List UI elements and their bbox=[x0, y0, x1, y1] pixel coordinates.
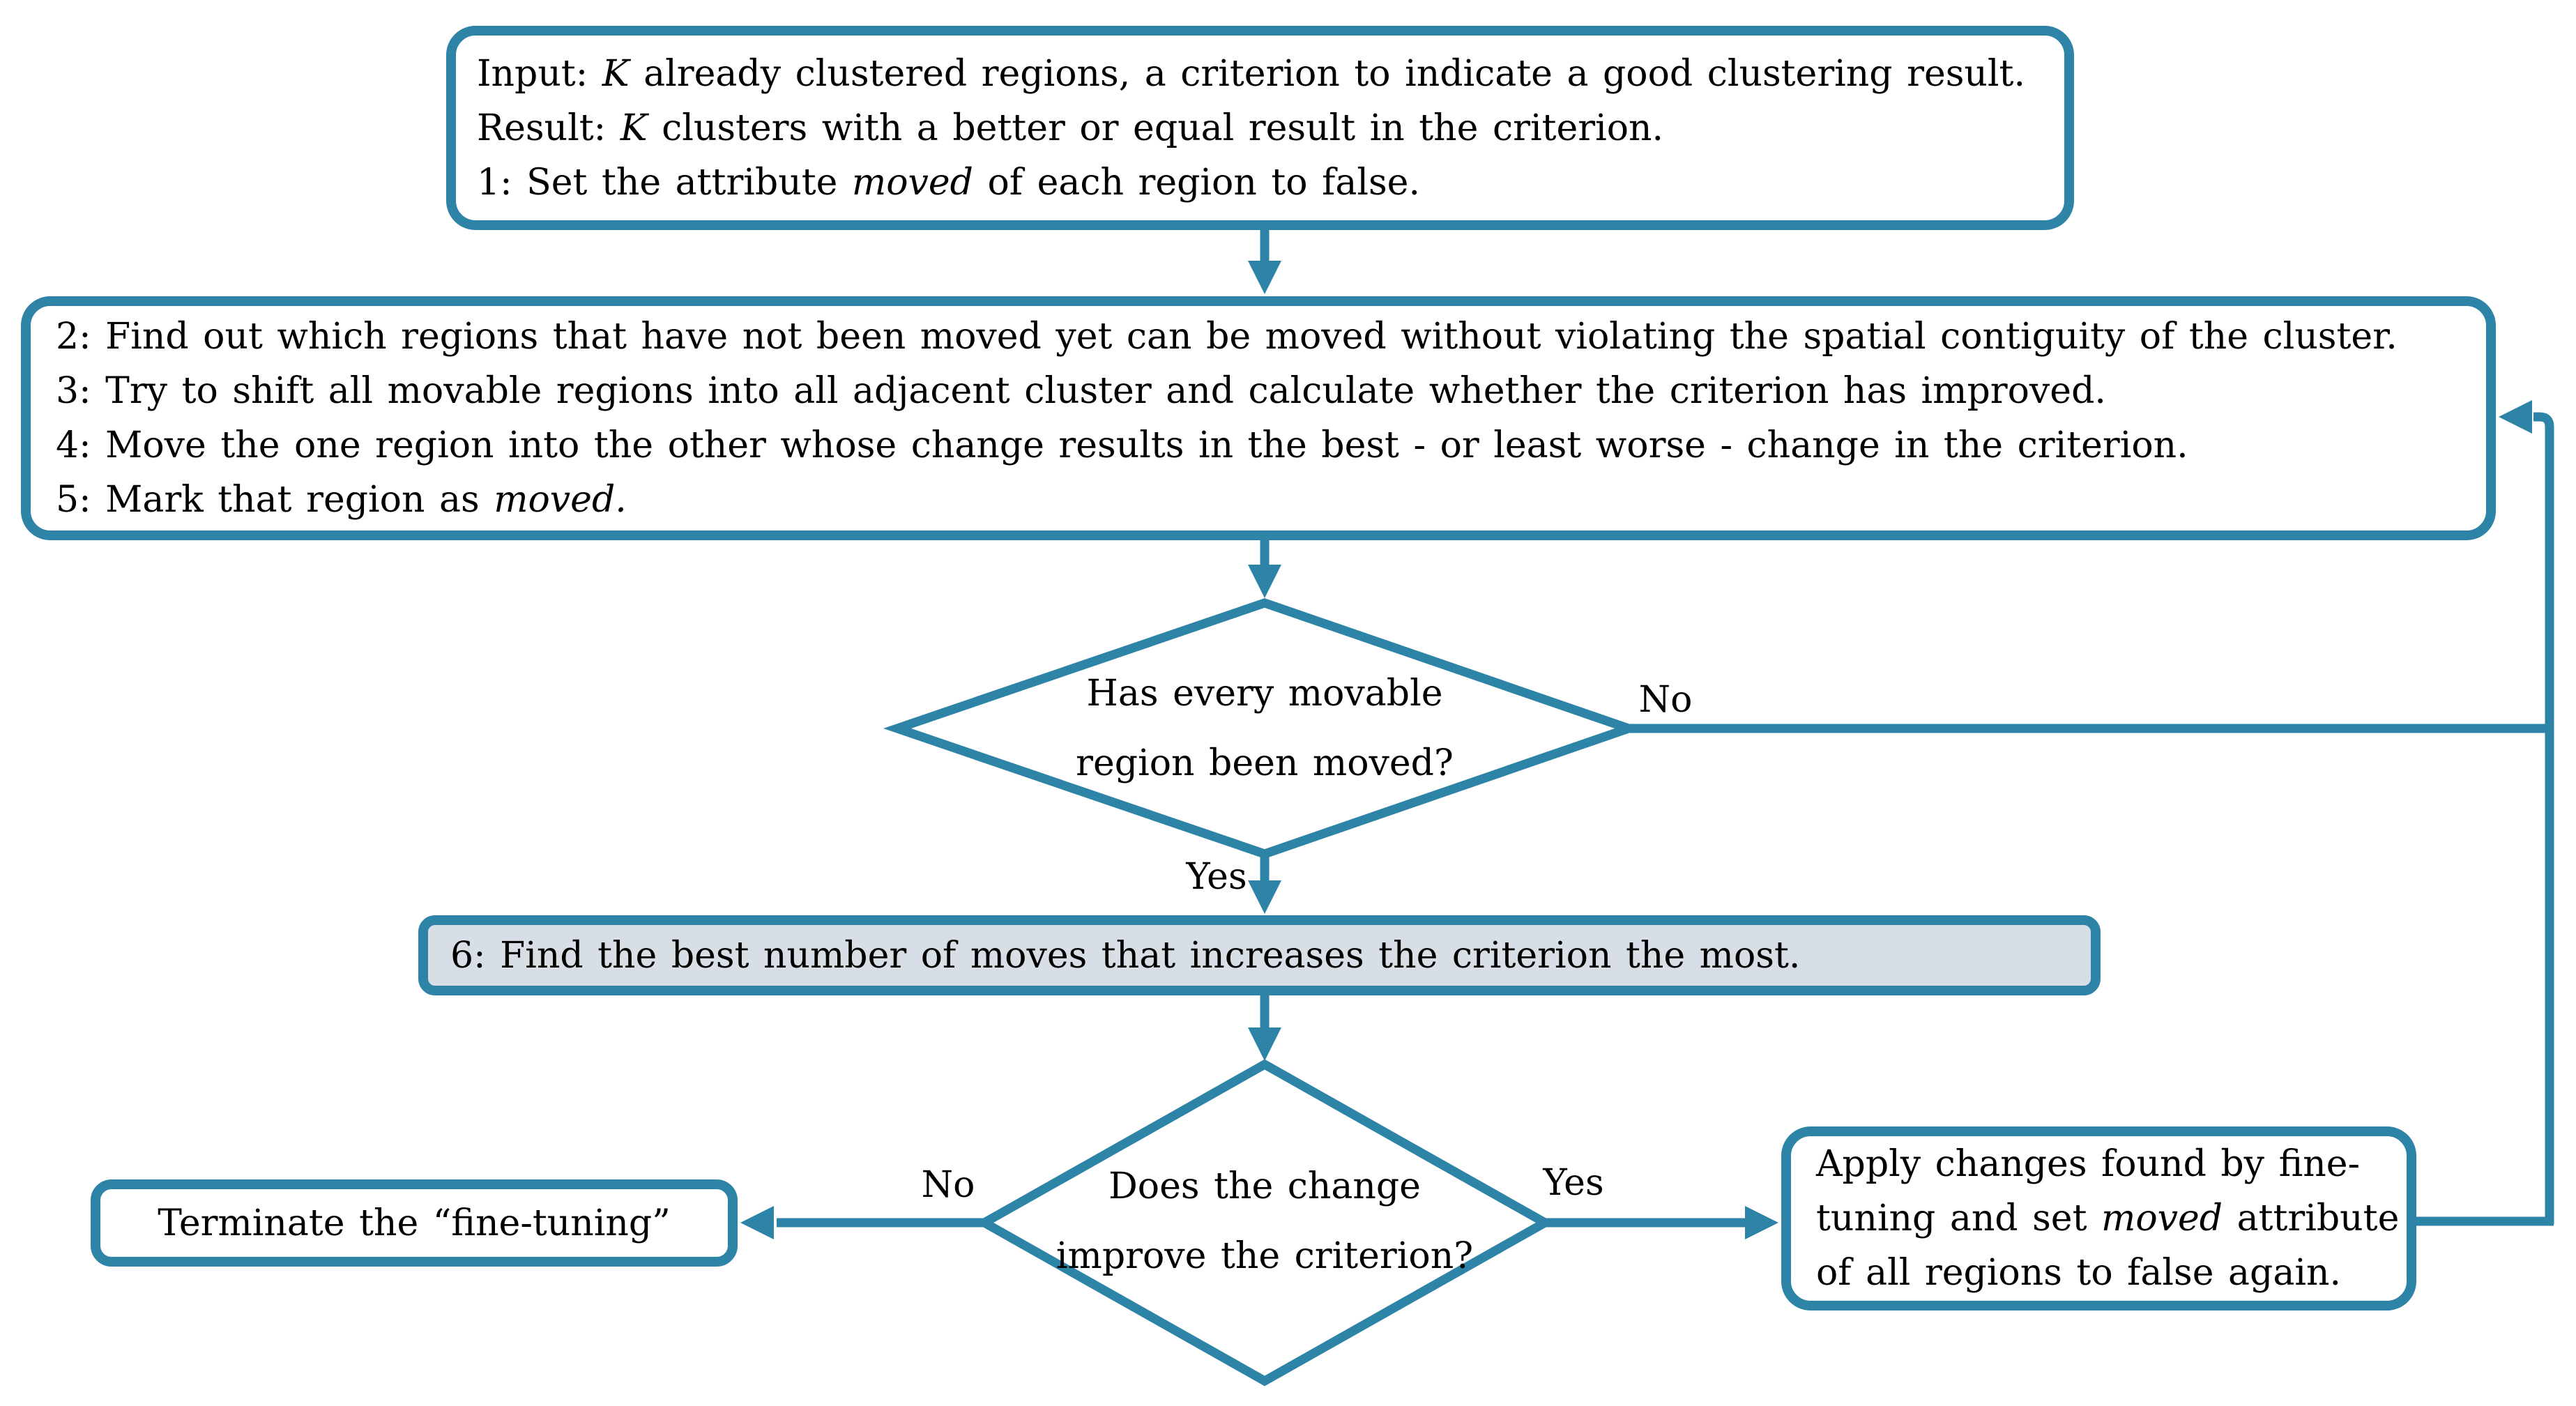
step-4-line: 4: Move the one region into the other wh… bbox=[56, 425, 2188, 466]
decision-improve-line-1: Does the change bbox=[1108, 1166, 1421, 1207]
decision-improve-shape bbox=[975, 1059, 1555, 1386]
apply-line-3: of all regions to false again. bbox=[1816, 1252, 2341, 1294]
decision-moved-no-label: No bbox=[1638, 679, 1693, 721]
arrowhead-step6-to-decision-improve bbox=[1248, 1027, 1281, 1061]
result-line: Result: K clusters with a better or equa… bbox=[477, 107, 1664, 149]
decision-improve-yes-label: Yes bbox=[1543, 1162, 1604, 1204]
decision-moved-yes-label: Yes bbox=[1186, 856, 1247, 898]
decision-moved-text: Has every movable region been moved? bbox=[986, 659, 1544, 798]
input-result-box: Input: K already clustered regions, a cr… bbox=[446, 26, 2074, 230]
input-line: Input: K already clustered regions, a cr… bbox=[477, 52, 2025, 95]
arrowhead-input-to-steps bbox=[1248, 261, 1281, 294]
apply-line-2: tuning and set moved attribute bbox=[1816, 1198, 2400, 1239]
arrowhead-no-to-terminate bbox=[740, 1206, 774, 1239]
edge-loop-vertical bbox=[2533, 412, 2554, 1224]
arrowhead-steps-to-decision-moved bbox=[1248, 565, 1281, 598]
step-5-line: 5: Mark that region as moved. bbox=[56, 479, 627, 521]
decision-moved-shape bbox=[883, 598, 1643, 859]
arrowhead-yes-to-step6 bbox=[1248, 880, 1281, 914]
decision-moved-line-2: region been moved? bbox=[1076, 742, 1454, 784]
terminate-line: Terminate the “fine-tuning” bbox=[158, 1202, 671, 1244]
step-2-line: 2: Find out which regions that have not … bbox=[56, 316, 2398, 358]
decision-improve-line-2: improve the criterion? bbox=[1055, 1235, 1474, 1277]
step-1-line: 1: Set the attribute moved of each regio… bbox=[477, 161, 1420, 204]
decision-improve-no-label: No bbox=[921, 1164, 975, 1206]
arrowhead-yes-to-apply bbox=[1745, 1206, 1778, 1239]
apply-line-1: Apply changes found by fine- bbox=[1816, 1143, 2361, 1185]
step-6-line: 6: Find the best number of moves that in… bbox=[450, 934, 1801, 977]
arrowhead-loop-to-steps bbox=[2499, 400, 2532, 434]
decision-moved-line-1: Has every movable bbox=[1086, 673, 1443, 715]
terminate-box: Terminate the “fine-tuning” bbox=[91, 1179, 738, 1267]
apply-changes-box: Apply changes found by fine- tuning and … bbox=[1781, 1126, 2416, 1311]
steps-2-to-5-box: 2: Find out which regions that have not … bbox=[21, 296, 2496, 540]
decision-improve-text: Does the change improve the criterion? bbox=[1021, 1152, 1509, 1291]
step-3-line: 3: Try to shift all movable regions into… bbox=[56, 370, 2106, 412]
step-6-box: 6: Find the best number of moves that in… bbox=[418, 915, 2101, 995]
